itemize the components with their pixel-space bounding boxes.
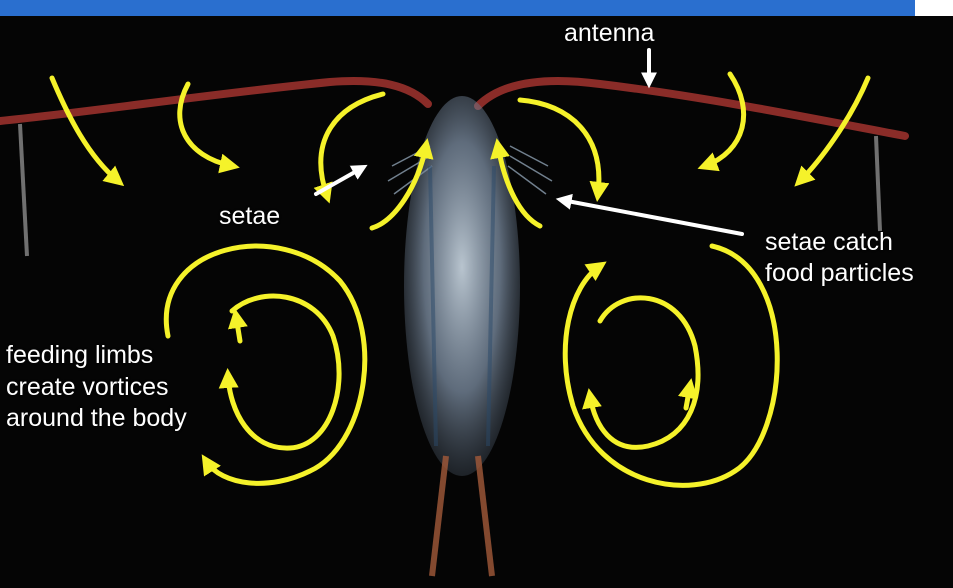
vortex-right (565, 246, 777, 485)
pointer-arrows (316, 50, 742, 234)
cropped-title-bar (0, 0, 915, 16)
feeding-limbs-label: feeding limbs create vortices around the… (6, 340, 187, 435)
copepod-illustration (0, 16, 953, 588)
top-right-margin (915, 0, 953, 16)
vortex-left (166, 246, 364, 483)
setae-label: setae (219, 201, 280, 232)
antenna-label: antenna (564, 18, 654, 49)
setae-catch-label: setae catch food particles (765, 227, 914, 288)
